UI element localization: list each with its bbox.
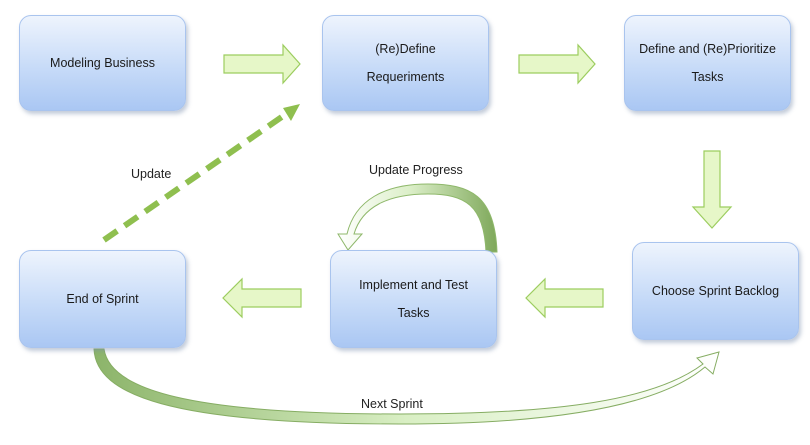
node-define-prioritize-tasks-line2: Tasks [691, 70, 724, 84]
curved-arrow-update-progress [337, 183, 498, 253]
edge-label-update: Update [131, 167, 172, 181]
arrow-backlog-to-implement [525, 277, 604, 319]
node-choose-sprint-backlog[interactable]: Choose Sprint Backlog [632, 242, 799, 340]
arrow-modeling-to-redefine [223, 43, 301, 85]
node-implement-test-tasks-line1: Implement and Test [359, 278, 468, 292]
node-redefine-requirements-line1: (Re)Define [375, 42, 436, 56]
node-modeling-business-label: Modeling Business [50, 56, 155, 70]
arrow-implement-to-end-of-sprint [222, 277, 302, 319]
curved-arrow-next-sprint [93, 348, 720, 425]
node-implement-test-tasks-line2: Tasks [397, 306, 430, 320]
node-define-prioritize-tasks[interactable]: Define and (Re)Prioritize Tasks [624, 15, 791, 111]
arrow-define-tasks-to-backlog [691, 150, 733, 229]
node-define-prioritize-tasks-line1: Define and (Re)Prioritize [639, 42, 776, 56]
dashed-arrow-update [102, 111, 288, 243]
node-redefine-requirements-line2: Requeriments [366, 70, 445, 84]
node-choose-sprint-backlog-label: Choose Sprint Backlog [651, 284, 780, 298]
node-modeling-business[interactable]: Modeling Business [19, 15, 186, 111]
edge-label-update-progress: Update Progress [369, 163, 463, 177]
node-end-of-sprint-label: End of Sprint [66, 292, 139, 306]
node-end-of-sprint[interactable]: End of Sprint [19, 250, 186, 348]
node-redefine-requirements[interactable]: (Re)Define Requeriments [322, 15, 489, 111]
edge-label-next-sprint: Next Sprint [361, 397, 423, 411]
node-implement-test-tasks[interactable]: Implement and Test Tasks [330, 250, 497, 348]
arrow-redefine-to-define-tasks [518, 43, 596, 85]
dashed-arrow-update-head [283, 104, 300, 121]
